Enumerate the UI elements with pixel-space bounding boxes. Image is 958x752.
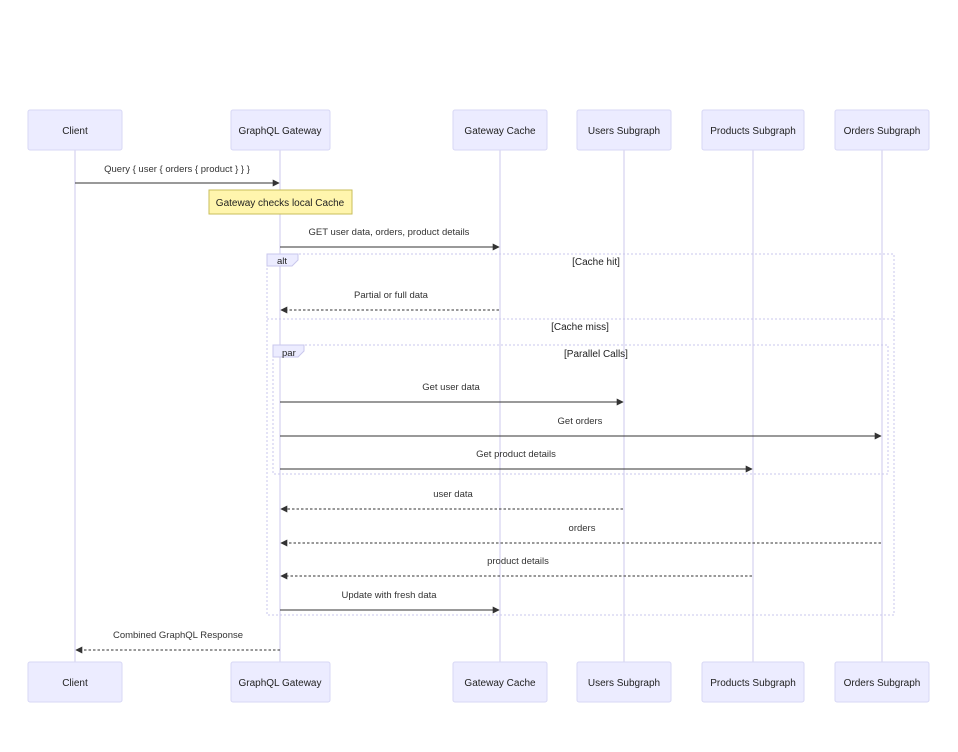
note-text: Gateway checks local Cache — [216, 198, 345, 209]
message-user-data-return: user data — [280, 489, 623, 513]
participant-label: GraphQL Gateway — [238, 678, 321, 689]
participant-label: Users Subgraph — [588, 126, 660, 137]
par-fragment: par [Parallel Calls] — [272, 344, 889, 475]
participant-products-bottom: Products Subgraph — [701, 661, 805, 703]
message-label: Combined GraphQL Response — [113, 630, 243, 641]
participant-label: Users Subgraph — [588, 678, 660, 689]
participant-label: Gateway Cache — [464, 126, 536, 137]
participant-products-top: Products Subgraph — [701, 109, 805, 151]
participant-label: Products Subgraph — [710, 678, 796, 689]
message-label: Query { user { orders { product } } } — [104, 164, 250, 175]
message-label: Update with fresh data — [341, 590, 437, 601]
participant-label: GraphQL Gateway — [238, 126, 321, 137]
participant-label: Client — [62, 126, 88, 137]
alt-label: alt — [277, 256, 287, 267]
message-partial-or-full-data: Partial or full data — [280, 290, 499, 314]
message-get-orders: Get orders — [280, 416, 882, 440]
participant-cache-bottom: Gateway Cache — [452, 661, 548, 703]
participant-cache-top: Gateway Cache — [452, 109, 548, 151]
participant-users-top: Users Subgraph — [576, 109, 672, 151]
message-combined-response: Combined GraphQL Response — [75, 630, 280, 654]
par-label: par — [282, 348, 296, 359]
message-label: product details — [487, 556, 549, 567]
message-orders-return: orders — [280, 523, 881, 547]
message-label: Get product details — [476, 449, 556, 460]
message-product-details-return: product details — [280, 556, 752, 580]
par-condition: [Parallel Calls] — [564, 349, 628, 360]
participant-label: Orders Subgraph — [844, 126, 921, 137]
alt-fragment: alt [Cache hit] [Cache miss] — [266, 253, 895, 616]
note-gateway-checks-cache: Gateway checks local Cache — [208, 189, 353, 215]
participant-label: Orders Subgraph — [844, 678, 921, 689]
message-update-fresh-data: Update with fresh data — [280, 590, 500, 614]
message-label: orders — [569, 523, 596, 534]
participant-client-bottom: Client — [27, 661, 123, 703]
message-get-product-details: Get product details — [280, 449, 753, 473]
message-label: Get user data — [422, 382, 480, 393]
participant-orders-bottom: Orders Subgraph — [834, 661, 930, 703]
participant-client-top: Client — [27, 109, 123, 151]
message-label: GET user data, orders, product details — [309, 227, 470, 238]
message-get-user-data: Get user data — [280, 382, 624, 406]
participant-orders-top: Orders Subgraph — [834, 109, 930, 151]
participant-label: Client — [62, 678, 88, 689]
participant-gateway-bottom: GraphQL Gateway — [230, 661, 331, 703]
message-label: user data — [433, 489, 473, 500]
alt-condition-cache-hit: [Cache hit] — [572, 257, 620, 268]
message-get-user-data-orders-products: GET user data, orders, product details — [280, 227, 500, 251]
message-query: Query { user { orders { product } } } — [75, 164, 280, 187]
participant-label: Products Subgraph — [710, 126, 796, 137]
alt-condition-cache-miss: [Cache miss] — [551, 322, 609, 333]
message-label: Partial or full data — [354, 290, 429, 301]
participant-gateway-top: GraphQL Gateway — [230, 109, 331, 151]
participant-users-bottom: Users Subgraph — [576, 661, 672, 703]
message-label: Get orders — [558, 416, 603, 427]
participant-label: Gateway Cache — [464, 678, 536, 689]
